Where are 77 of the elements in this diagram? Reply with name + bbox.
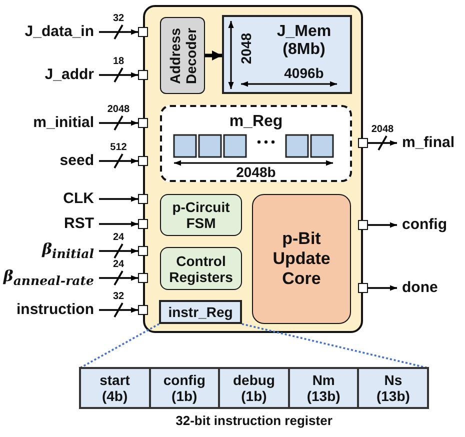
arrow (98, 270, 139, 286)
core-box (252, 194, 351, 324)
arrow (98, 243, 139, 259)
zoom-line (242, 323, 428, 369)
arrow (367, 135, 398, 151)
signal-label: m_initial (33, 114, 94, 132)
chip-block (143, 5, 363, 333)
decoder-box (160, 17, 205, 94)
bus-width-label: 32 (112, 291, 126, 302)
arrow (98, 153, 139, 169)
port-square (138, 194, 148, 204)
signal-label: J_addr (44, 66, 94, 84)
bit-field (219, 368, 289, 408)
bus-width-label: 24 (112, 259, 126, 270)
dimension-label: 2048 (238, 33, 254, 64)
port-square (358, 283, 368, 293)
arrow (368, 285, 397, 291)
arrow (98, 67, 139, 83)
bit-field (150, 368, 220, 408)
arrow (99, 196, 138, 202)
register-box (160, 105, 352, 182)
port-square (138, 273, 148, 283)
register-table (80, 368, 428, 408)
block-label: start (4b) (98, 372, 131, 404)
signal-label: m_final (402, 134, 455, 152)
register-box (159, 300, 242, 324)
block-label: Address Decoder (166, 26, 198, 86)
block-label: p-Bit Update Core (272, 229, 332, 289)
signal-label: done (402, 279, 438, 297)
bus-width-label: 2048 (106, 104, 131, 115)
bit-field (288, 368, 358, 408)
port-square (138, 118, 148, 128)
fsm-box (160, 194, 242, 236)
zoom-line (80, 323, 160, 369)
bus-width-label: 32 (112, 13, 126, 24)
bit-field (80, 368, 150, 408)
port-square (138, 219, 148, 229)
bus-width-label: 18 (112, 56, 126, 67)
arrow (98, 115, 139, 131)
bit-field (358, 368, 428, 408)
signal-label: instruction (16, 301, 94, 319)
block-label: config (1b) (162, 372, 206, 404)
arrow (99, 221, 138, 227)
block-label: Ns (13b) (375, 372, 411, 404)
signal-label: config (402, 216, 447, 234)
block-label: debug (1b) (232, 372, 276, 404)
arrow (205, 50, 222, 60)
dimension-label: 2048b (235, 164, 277, 180)
port-square (358, 138, 368, 148)
caption: 32-bit instruction register (174, 413, 334, 429)
bus-width-label: 2048 (370, 124, 395, 135)
arrow (98, 24, 139, 40)
block-label: Nm (13b) (306, 372, 342, 404)
bus-width-label: 512 (109, 142, 128, 153)
block-label: instr_Reg (167, 304, 234, 320)
block-label: J_Mem (8Mb) (276, 23, 332, 59)
port-square (138, 70, 148, 80)
block-label: Control Registers (168, 252, 234, 284)
signal-label: β$_{initial}$ (42, 238, 94, 262)
arrow (368, 222, 397, 228)
port-square (138, 27, 148, 37)
dimension-label: 4096b (283, 65, 325, 81)
arrow (98, 302, 139, 318)
memory-box (222, 15, 352, 94)
port-square (138, 156, 148, 166)
signal-label: CLK (63, 190, 94, 208)
signal-label: seed (60, 152, 94, 170)
bus-width-label: 24 (112, 232, 126, 243)
port-square (358, 220, 368, 230)
signal-label: RST (64, 215, 94, 233)
block-label: p-Circuit FSM (171, 199, 231, 231)
signal-label: β$_{anneal-rate}$ (3, 266, 94, 290)
control-box (160, 247, 242, 290)
signal-label: J_data_in (24, 23, 94, 41)
port-square (138, 305, 148, 315)
block-label: m_Reg (228, 113, 284, 131)
port-square (138, 246, 148, 256)
